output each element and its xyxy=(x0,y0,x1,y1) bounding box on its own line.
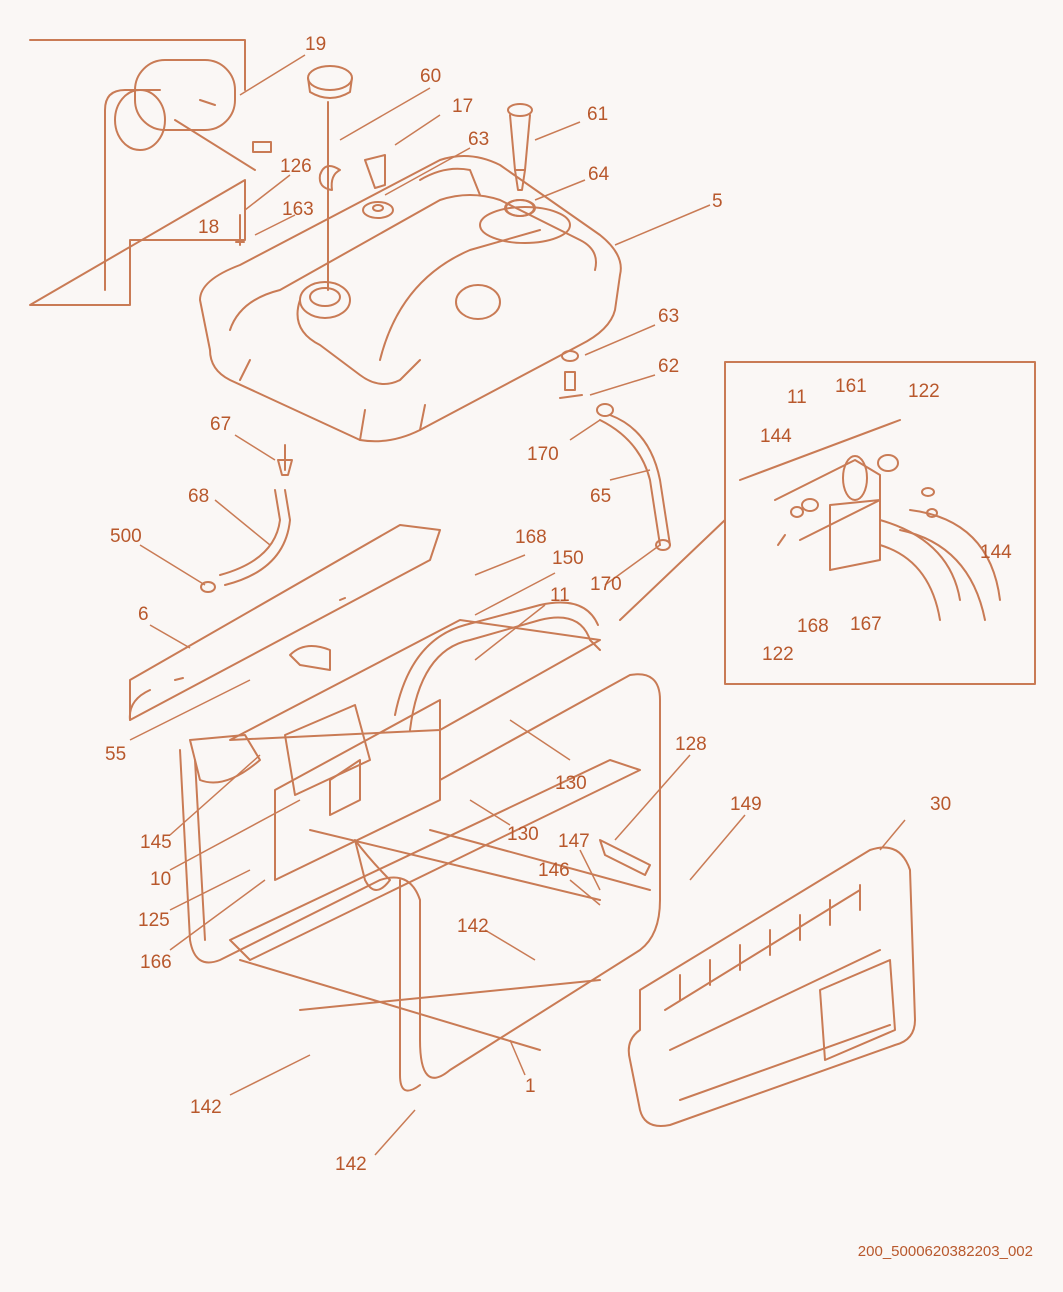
drawing-code: 200_5000620382203_002 xyxy=(858,1243,1033,1260)
callout-125: 125 xyxy=(138,910,170,931)
callout-1: 1 xyxy=(525,1076,536,1097)
callout-147: 147 xyxy=(558,831,590,852)
callout-67: 67 xyxy=(210,414,231,435)
callout-inset-167: 167 xyxy=(850,614,882,635)
fuel-tank xyxy=(199,155,622,443)
fuel-hoses xyxy=(200,403,671,593)
callout-146: 146 xyxy=(538,860,570,881)
callout-150: 150 xyxy=(552,548,584,569)
callout-inset-161: 161 xyxy=(835,376,867,397)
callout-11: 11 xyxy=(550,585,570,606)
callout-130-bottom: 130 xyxy=(507,824,539,845)
callout-inset-11: 11 xyxy=(787,387,807,408)
callout-10: 10 xyxy=(150,869,171,890)
callout-149: 149 xyxy=(730,794,762,815)
callout-inset-122-top: 122 xyxy=(908,381,940,402)
generator-frame xyxy=(179,601,661,1092)
callout-142-left: 142 xyxy=(190,1097,222,1118)
front-panel xyxy=(627,846,916,1127)
callout-142-bottom: 142 xyxy=(335,1154,367,1175)
callout-126: 126 xyxy=(280,156,312,177)
callout-130-top: 130 xyxy=(555,773,587,794)
callout-5: 5 xyxy=(712,191,723,212)
callout-163: 163 xyxy=(282,199,314,220)
callout-145: 145 xyxy=(140,832,172,853)
callout-63-right: 63 xyxy=(658,306,679,327)
tank-fittings xyxy=(235,154,583,476)
callout-inset-144-left: 144 xyxy=(760,426,792,447)
canister-inset xyxy=(29,39,272,306)
callout-65: 65 xyxy=(590,486,611,507)
fuel-cap xyxy=(307,65,353,291)
callout-64: 64 xyxy=(588,164,610,185)
callout-500: 500 xyxy=(110,526,142,547)
callout-62: 62 xyxy=(658,356,679,377)
callout-170-bottom: 170 xyxy=(590,574,622,595)
callout-6: 6 xyxy=(138,604,149,625)
cover-plate xyxy=(128,524,441,721)
fuel-gauge xyxy=(505,103,535,217)
callout-19: 19 xyxy=(305,34,326,55)
callout-17: 17 xyxy=(452,96,473,117)
callout-142-middle: 142 xyxy=(457,916,489,937)
callout-128: 128 xyxy=(675,734,707,755)
callout-18: 18 xyxy=(198,217,219,238)
callout-170-top: 170 xyxy=(527,444,559,465)
callout-61: 61 xyxy=(587,104,608,125)
callout-166: 166 xyxy=(140,952,172,973)
callout-55: 55 xyxy=(105,744,126,765)
callout-30: 30 xyxy=(930,794,951,815)
callout-60: 60 xyxy=(420,66,441,87)
bracket-inset xyxy=(619,361,1036,685)
callout-inset-122-bottom: 122 xyxy=(762,644,794,665)
callout-inset-168: 168 xyxy=(797,616,829,637)
callout-inset-144-right: 144 xyxy=(980,542,1012,563)
callout-68: 68 xyxy=(188,486,209,507)
callout-63-top: 63 xyxy=(468,129,489,150)
callout-168: 168 xyxy=(515,527,547,548)
